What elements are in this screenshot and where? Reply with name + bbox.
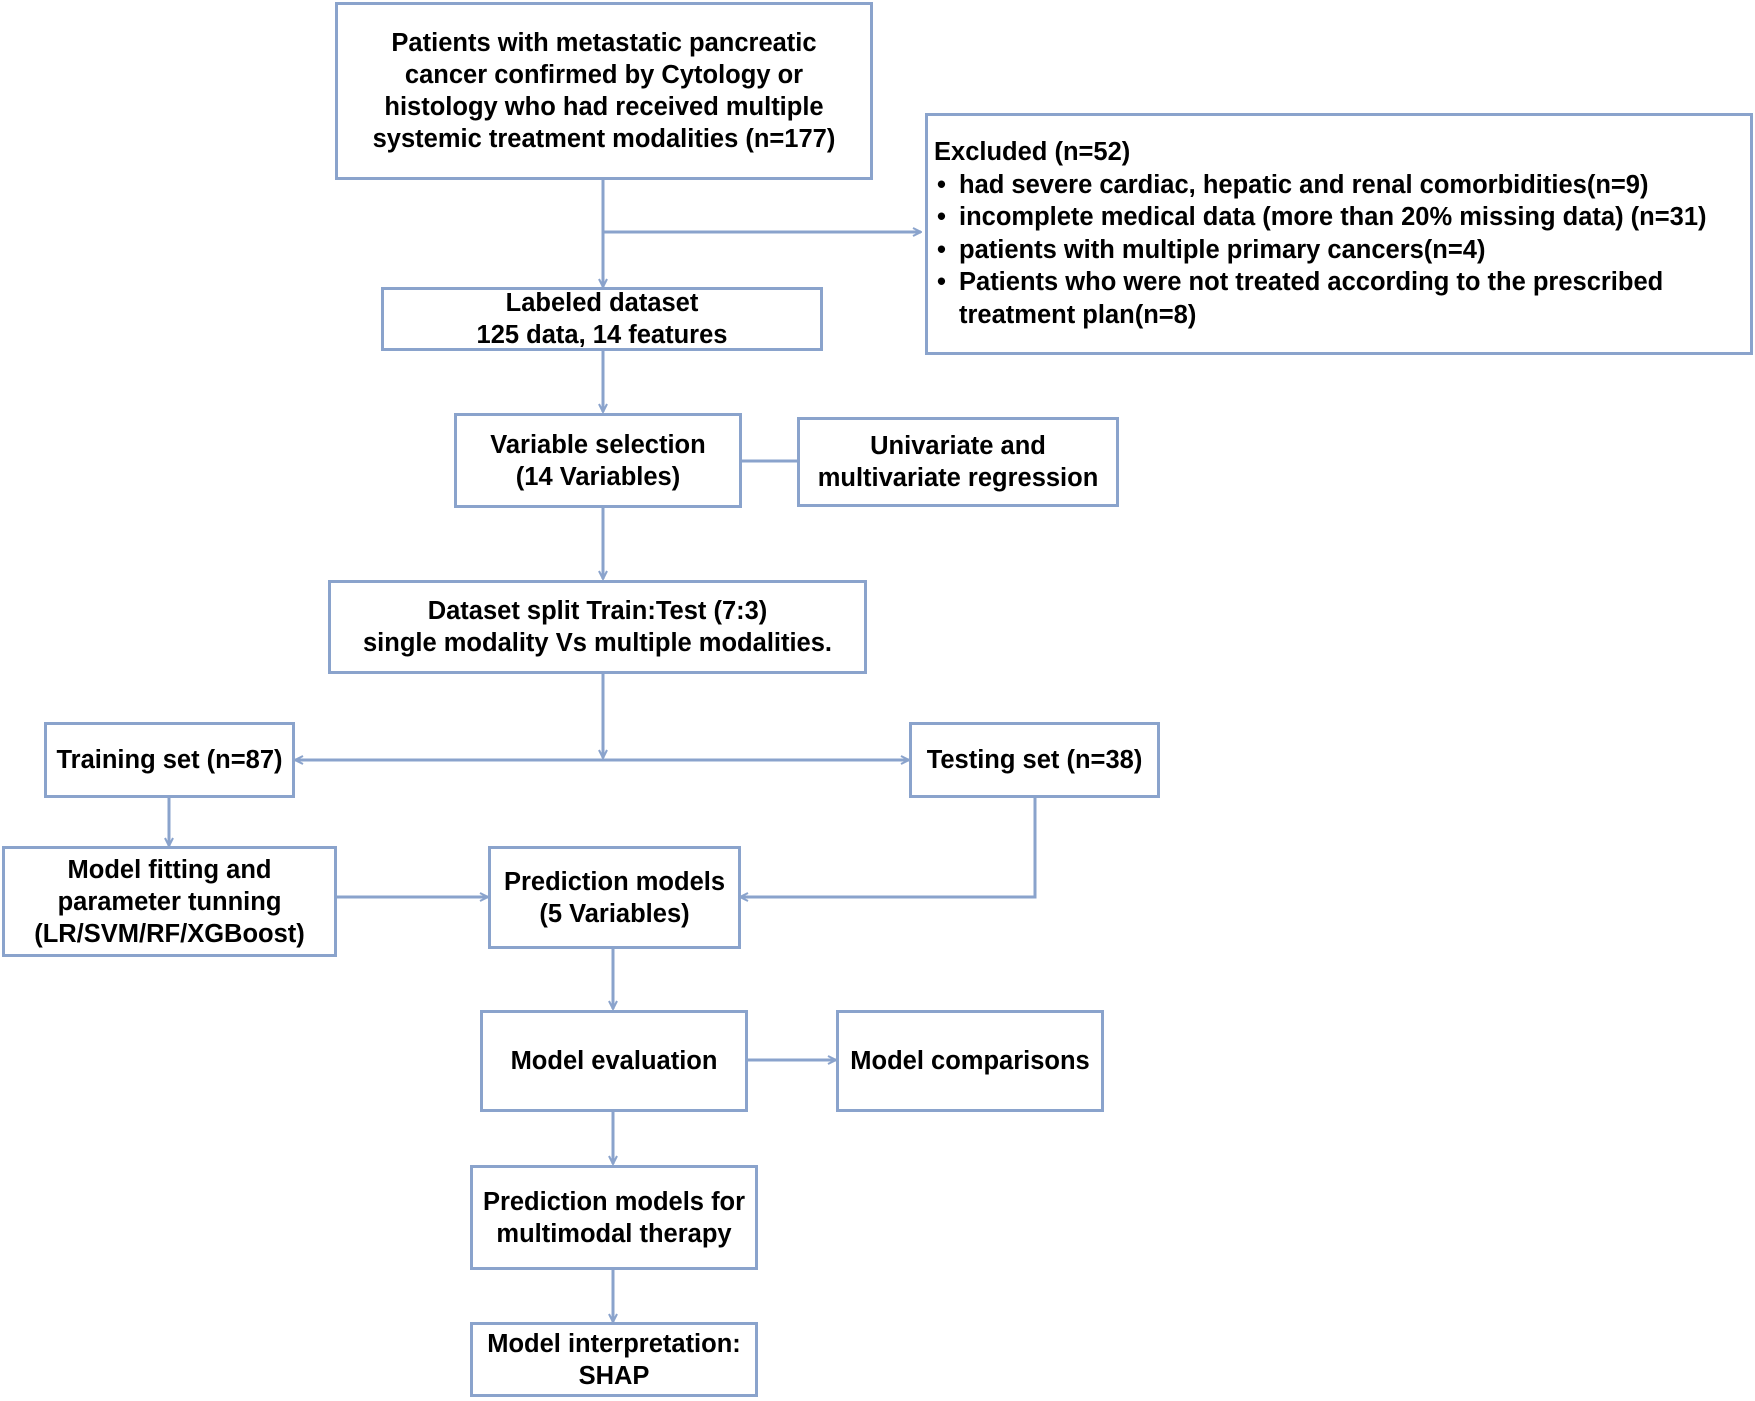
- model-interpretation-node: Model interpretation: SHAP: [470, 1322, 758, 1397]
- excluded-item: Patients who were not treated according …: [934, 266, 1707, 331]
- model-fitting-node: Model fitting and parameter tunning (LR/…: [2, 846, 337, 957]
- labeled-dataset-node: Labeled dataset 125 data, 14 features: [381, 287, 823, 351]
- prediction-models-node: Prediction models (5 Variables): [488, 846, 741, 949]
- excluded-title: Excluded (n=52): [934, 138, 1131, 166]
- model-comparisons-node: Model comparisons: [836, 1010, 1104, 1112]
- excluded-list: had severe cardiac, hepatic and renal co…: [934, 169, 1707, 332]
- excluded-item: patients with multiple primary cancers(n…: [934, 234, 1707, 267]
- dataset-split-node: Dataset split Train:Test (7:3) single mo…: [328, 580, 867, 674]
- excluded-item: incomplete medical data (more than 20% m…: [934, 201, 1707, 234]
- regression-node: Univariate and multivariate regression: [797, 417, 1119, 507]
- variable-selection-node: Variable selection (14 Variables): [454, 413, 742, 508]
- start-node: Patients with metastatic pancreatic canc…: [335, 2, 873, 180]
- excluded-node: Excluded (n=52) had severe cardiac, hepa…: [925, 113, 1753, 355]
- training-set-node: Training set (n=87): [44, 722, 295, 798]
- excluded-item: had severe cardiac, hepatic and renal co…: [934, 169, 1707, 202]
- testing-set-node: Testing set (n=38): [909, 722, 1160, 798]
- multimodal-prediction-node: Prediction models for multimodal therapy: [470, 1165, 758, 1270]
- arrow-testing-to-prediction: [740, 797, 1037, 897]
- model-evaluation-node: Model evaluation: [480, 1010, 748, 1112]
